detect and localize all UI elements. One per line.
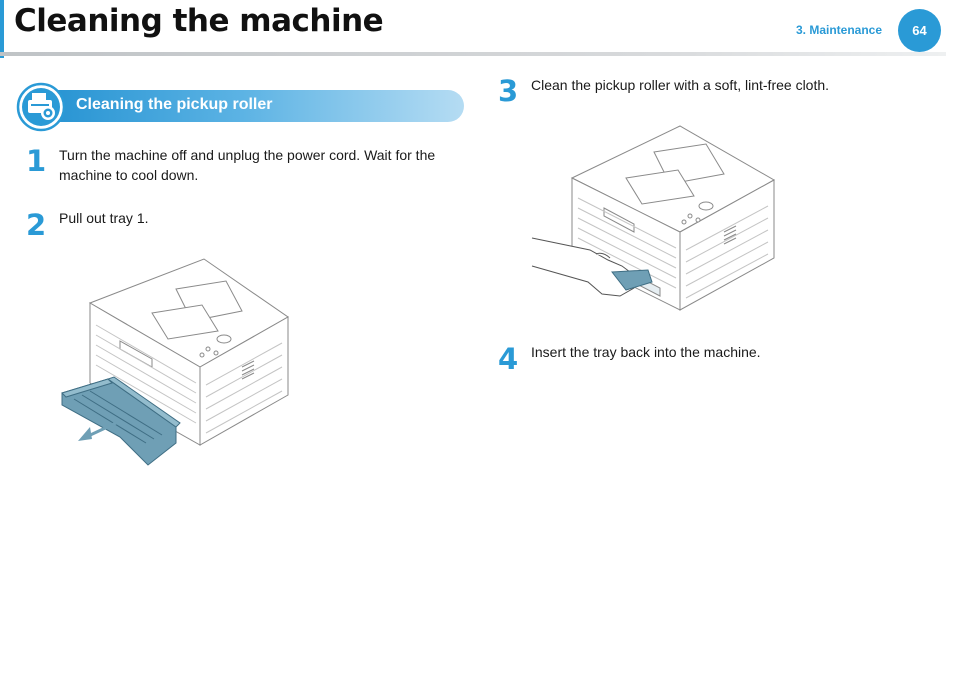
page-title: Cleaning the machine xyxy=(14,3,384,39)
step-1-number: 1 xyxy=(26,144,47,178)
section-banner: Cleaning the pickup roller xyxy=(20,90,464,122)
step-1-text: Turn the machine off and unplug the powe… xyxy=(59,147,436,183)
step-2-number: 2 xyxy=(26,208,47,242)
printer-gear-icon xyxy=(16,82,66,132)
step-3-text: Clean the pickup roller with a soft, lin… xyxy=(531,77,830,93)
step-4-text: Insert the tray back into the machine. xyxy=(531,344,761,360)
step-3-number: 3 xyxy=(498,74,519,108)
section-title: Cleaning the pickup roller xyxy=(76,96,273,113)
chapter-label: 3. Maintenance xyxy=(796,23,883,37)
header-accent-bar xyxy=(0,0,4,58)
page-number-badge: 64 xyxy=(898,9,941,52)
header-divider xyxy=(0,52,946,56)
printer-hand-cloth-illustration xyxy=(531,125,776,311)
step-4-number: 4 xyxy=(498,342,519,376)
step-2-text: Pull out tray 1. xyxy=(59,210,149,226)
printer-tray-illustration xyxy=(61,258,289,466)
